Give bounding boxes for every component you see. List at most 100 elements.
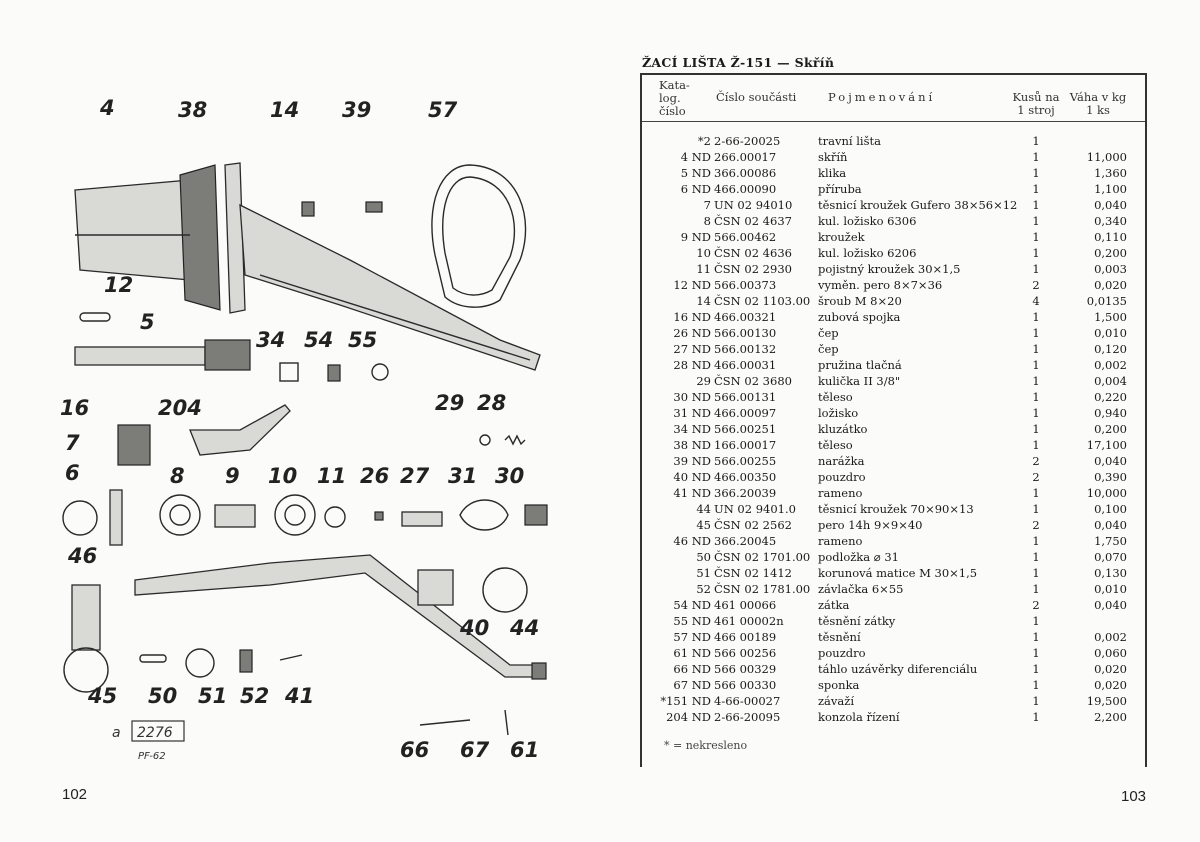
plug-seal-part (371, 363, 389, 381)
cell-catalog: 66 ND (673, 662, 711, 676)
cell-catalog: 9 ND (680, 230, 711, 244)
cell-name: kroužek (818, 230, 865, 244)
cell-weight: 0,010 (1094, 326, 1127, 340)
bearing-housing-part (459, 499, 509, 531)
seal-ring-part (62, 500, 98, 536)
cell-weight: 0,340 (1094, 214, 1127, 228)
cell-weight: 0,200 (1094, 422, 1127, 436)
callout-label: 204 (158, 396, 202, 420)
cell-weight: 0,040 (1094, 454, 1127, 468)
callout-label: 7 (65, 431, 80, 455)
cell-part-number: ČSN 02 4636 (714, 246, 792, 260)
cell-name: těsnění zátky (818, 614, 896, 628)
cell-quantity: 1 (1032, 422, 1040, 436)
callout-label: 30 (495, 464, 524, 488)
clip-part (504, 709, 509, 736)
callout-label: 67 (460, 738, 490, 762)
cell-weight: 1,750 (1094, 534, 1127, 548)
cell-quantity: 1 (1032, 310, 1040, 324)
callout-label: 4 (99, 96, 115, 120)
cell-quantity: 1 (1032, 358, 1040, 372)
cell-quantity: 1 (1032, 534, 1040, 548)
cell-catalog: 61 ND (673, 646, 711, 660)
cell-name: sponka (818, 678, 860, 692)
cell-name: pero 14h 9×9×40 (818, 518, 923, 532)
cell-quantity: 2 (1032, 470, 1040, 484)
cell-weight: 0,0135 (1086, 294, 1127, 308)
gasket-part (431, 164, 527, 308)
cell-quantity: 2 (1032, 598, 1040, 612)
footnote: * = nekresleno (664, 739, 748, 752)
cell-weight: 19,500 (1086, 694, 1127, 708)
cell-part-number: ČSN 02 4637 (714, 214, 792, 228)
pin-part (374, 511, 384, 521)
right-page: ŽACÍ LIŠTA Ž-151 — Skříň Kata- log. čísl… (600, 0, 1200, 842)
cell-name: těsnicí kroužek 70×90×13 (818, 502, 974, 516)
cell-catalog: 10 (696, 246, 711, 260)
cell-quantity: 1 (1032, 182, 1040, 196)
cell-weight: 0,130 (1094, 566, 1127, 580)
page-number-left: 102 (62, 786, 88, 803)
exploded-parts-diagram: 4 38 14 39 57 12 5 34 54 55 16 204 29 28… (60, 96, 548, 762)
rod-part (419, 719, 471, 726)
callout-label: 29 (435, 391, 464, 415)
cell-name: narážka (818, 454, 865, 468)
cell-catalog: 34 ND (673, 422, 711, 436)
cell-part-number: 266.00017 (714, 150, 777, 164)
cell-quantity: 2 (1032, 278, 1040, 292)
callout-label: 8 (170, 464, 185, 488)
cell-catalog: 28 ND (673, 358, 711, 372)
callout-label: 10 (268, 464, 297, 488)
cell-catalog: 46 ND (673, 534, 711, 548)
callout-label: 6 (65, 461, 80, 485)
cell-weight: 0,002 (1094, 358, 1127, 372)
header-name: Pojmenování (828, 90, 936, 104)
cell-name: čep (818, 342, 839, 356)
callout-label: 38 (178, 98, 207, 122)
cell-part-number: ČSN 02 1103.00 (714, 294, 811, 308)
cell-catalog: 52 (696, 582, 711, 596)
header-quantity: Kusů na 1 stroj (1012, 90, 1060, 117)
circlip-part (324, 506, 346, 528)
cell-part-number: 2-66-20025 (714, 134, 781, 148)
cell-catalog: 4 ND (680, 150, 711, 164)
ball-part (479, 434, 491, 446)
cell-catalog: 29 (696, 374, 711, 388)
callout-label: 14 (270, 98, 299, 122)
seal-ring-part-2 (482, 567, 528, 613)
bracket-part (189, 404, 291, 456)
cell-catalog: 50 (696, 550, 711, 564)
cell-weight: 2,200 (1094, 710, 1127, 724)
slider-part (279, 362, 299, 382)
callout-label: 5 (140, 310, 155, 334)
callout-label: 66 (400, 738, 429, 762)
cell-part-number: 566 00256 (714, 646, 777, 660)
key-part-2 (139, 654, 167, 663)
cell-weight: 0,040 (1094, 598, 1127, 612)
cell-name: kul. ložisko 6206 (818, 246, 917, 260)
cell-weight: 1,100 (1094, 182, 1127, 196)
cell-weight: 11,000 (1086, 150, 1127, 164)
callout-label: 44 (509, 616, 539, 640)
cell-name: závaží (818, 694, 855, 708)
cell-catalog: 27 ND (673, 342, 711, 356)
cell-weight: 0,060 (1094, 646, 1127, 660)
cell-name: těsnění (818, 630, 861, 644)
cell-name: korunová matice M 30×1,5 (818, 566, 978, 580)
cell-part-number: 566.00132 (714, 342, 777, 356)
cell-name: těsnicí kroužek Gufero 38×56×12 (818, 198, 1018, 212)
cell-part-number: 466.00031 (714, 358, 777, 372)
cell-catalog: 54 ND (673, 598, 711, 612)
washer-part (185, 648, 215, 678)
